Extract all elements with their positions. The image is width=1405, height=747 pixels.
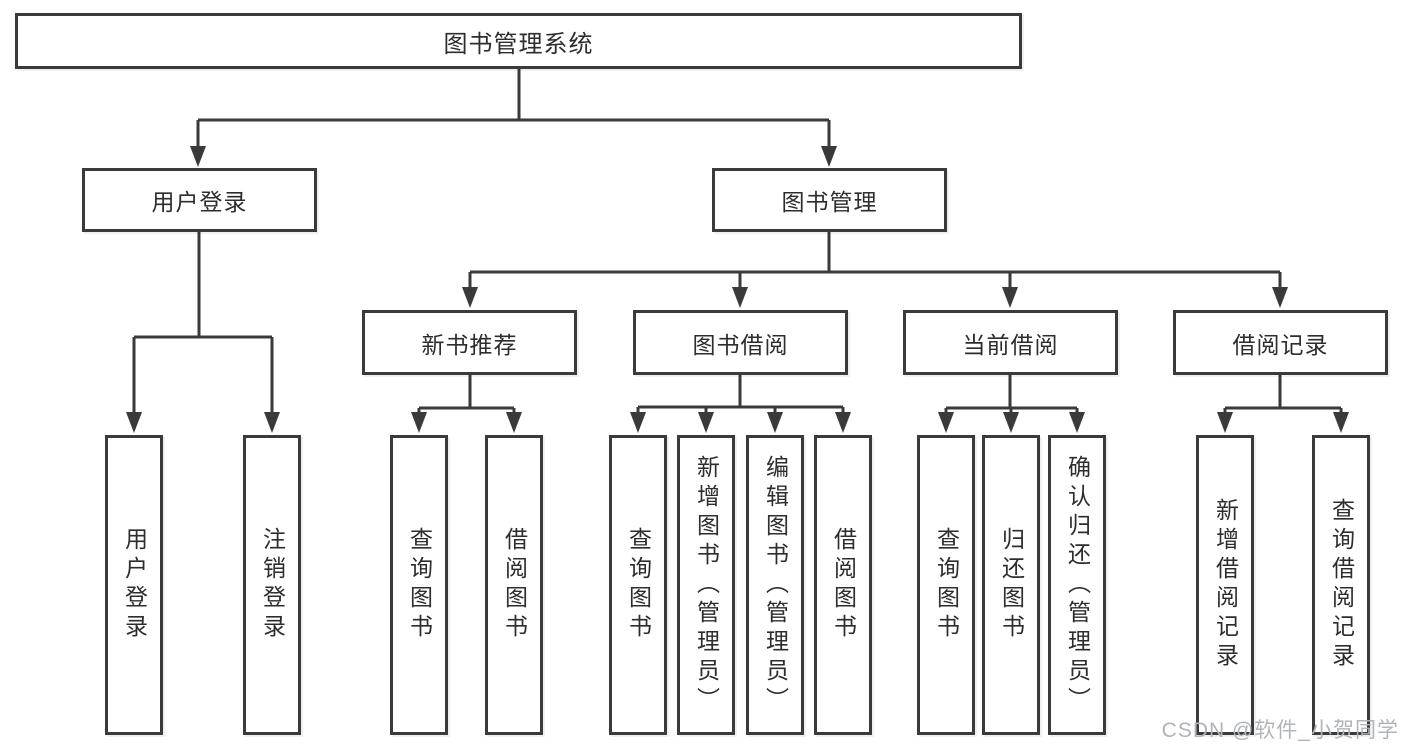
node-label: 当前借阅 (962, 331, 1059, 358)
node-label: 图书管理系统 (443, 30, 594, 58)
node-label: 查询图书 (625, 527, 652, 643)
node-label: 新增图书（管理员） (693, 454, 720, 716)
leaf-return-book: 归还图书 (982, 435, 1040, 735)
node-label: 用户登录 (151, 189, 248, 215)
node-label: 图书管理 (781, 189, 878, 215)
csdn-watermark: CSDN @软件_小贺同学 (1161, 719, 1399, 742)
leaf-query-books-current: 查询图书 (917, 435, 975, 735)
node-book-management-branch: 图书管理 (712, 168, 947, 232)
leaf-query-books-recommend: 查询图书 (390, 435, 448, 735)
leaf-query-borrow-record: 查询借阅记录 (1312, 435, 1370, 735)
node-label: 归还图书 (998, 527, 1025, 643)
node-book-borrowing: 图书借阅 (633, 310, 848, 375)
node-label: 新书推荐 (421, 331, 518, 358)
leaf-logout: 注销登录 (243, 435, 301, 735)
arrowheads (126, 146, 1349, 433)
node-library-management-system: 图书管理系统 (15, 13, 1022, 69)
node-user-login-branch: 用户登录 (82, 168, 317, 232)
leaf-borrow-books-recommend: 借阅图书 (485, 435, 543, 735)
leaf-user-login: 用户登录 (105, 435, 163, 735)
node-label: 用户登录 (121, 527, 148, 643)
node-label: 图书借阅 (692, 331, 789, 358)
leaf-add-book-admin: 新增图书（管理员） (677, 435, 735, 735)
node-label: 借阅图书 (830, 527, 857, 643)
node-label: 借阅图书 (501, 527, 528, 643)
node-label: 确认归还（管理员） (1064, 454, 1091, 716)
node-label: 查询图书 (933, 527, 960, 643)
node-borrowing-records: 借阅记录 (1173, 310, 1388, 375)
leaf-edit-book-admin: 编辑图书（管理员） (746, 435, 804, 735)
node-label: 借阅记录 (1232, 331, 1329, 358)
node-current-borrowing: 当前借阅 (903, 310, 1118, 375)
node-label: 编辑图书（管理员） (762, 454, 789, 716)
leaf-query-books-borrowing: 查询图书 (609, 435, 667, 735)
node-new-book-recommendation: 新书推荐 (362, 310, 577, 375)
node-label: 查询图书 (406, 527, 433, 643)
node-label: 注销登录 (259, 527, 286, 643)
leaf-confirm-return-admin: 确认归还（管理员） (1048, 435, 1106, 735)
node-label: 查询借阅记录 (1328, 498, 1355, 672)
leaf-add-borrow-record: 新增借阅记录 (1196, 435, 1254, 735)
leaf-borrow-books-borrowing: 借阅图书 (814, 435, 872, 735)
node-label: 新增借阅记录 (1212, 498, 1239, 672)
